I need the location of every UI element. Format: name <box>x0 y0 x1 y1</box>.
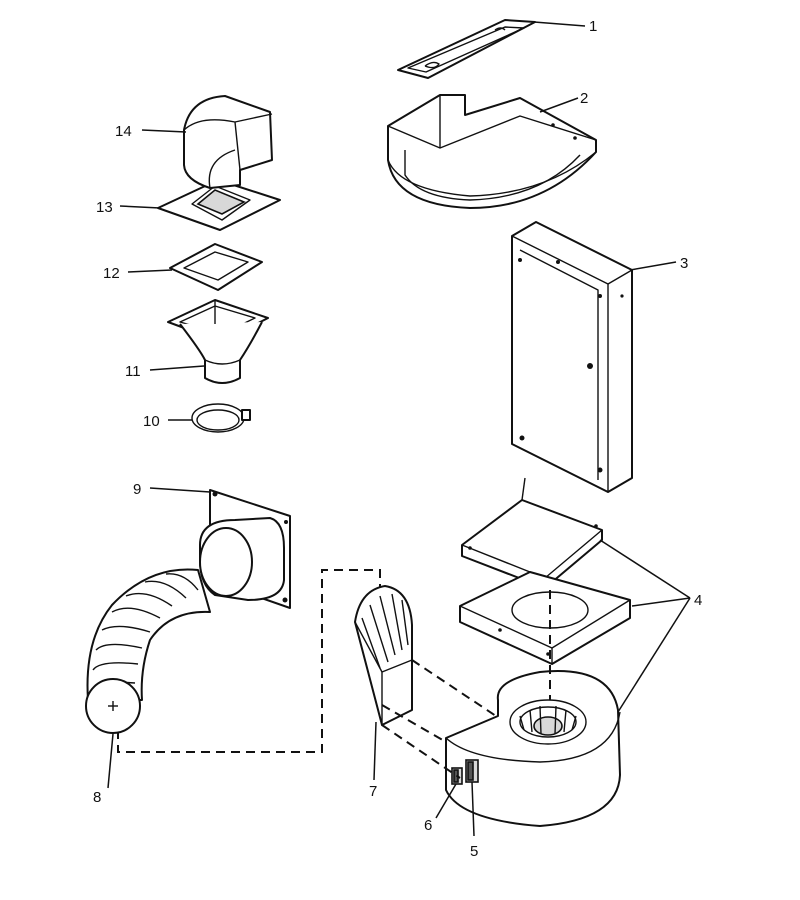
part-12-gasket <box>169 243 263 291</box>
leader-lines <box>107 21 691 837</box>
callout-13: 13 <box>96 199 113 216</box>
callout-11: 11 <box>125 363 141 380</box>
part-4-lower-tray <box>459 571 631 665</box>
callout-1: 1 <box>589 18 597 35</box>
part-10-clamp-ring <box>191 403 251 433</box>
part-9-collar-plate <box>199 489 291 609</box>
callout-6: 6 <box>424 817 432 834</box>
part-2-top-housing <box>387 94 597 209</box>
callout-8: 8 <box>93 789 101 806</box>
part-14-elbow-duct <box>183 95 273 189</box>
callout-5: 5 <box>470 843 478 860</box>
part-5-switch <box>465 759 479 783</box>
callout-10: 10 <box>143 413 160 430</box>
part-4-upper-tray <box>461 477 603 589</box>
part-4-blower-housing <box>445 670 621 827</box>
callout-12: 12 <box>103 265 120 282</box>
callout-labels: 1 2 3 4 5 6 7 8 9 10 11 12 13 14 <box>93 18 702 860</box>
part-3-cabinet-panel <box>511 221 633 493</box>
part-13-gasket-sheet <box>157 179 281 231</box>
part-11-adapter-funnel <box>167 299 269 384</box>
callout-4: 4 <box>694 592 702 609</box>
callout-9: 9 <box>133 481 141 498</box>
callout-2: 2 <box>580 90 588 107</box>
dashed-connections <box>117 569 551 779</box>
part-7-transition-duct <box>354 585 413 726</box>
part-1-filter-plate <box>397 19 536 79</box>
part-8-flex-hose <box>85 568 211 734</box>
callout-3: 3 <box>680 255 688 272</box>
callout-14: 14 <box>115 123 132 140</box>
callout-7: 7 <box>369 783 377 800</box>
